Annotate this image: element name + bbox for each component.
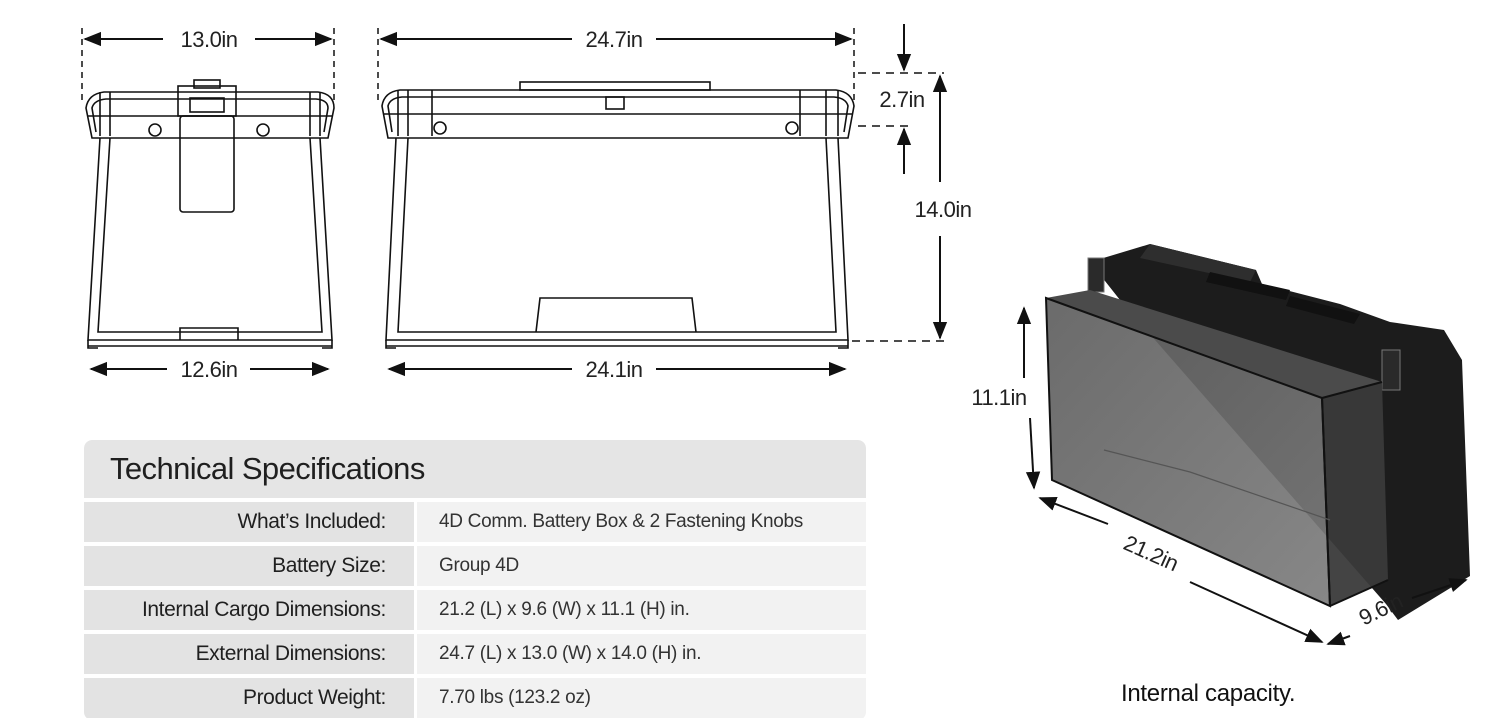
spec-row-internal-dimensions: Internal Cargo Dimensions: 21.2 (L) x 9.… [84,590,866,630]
front-view-box [85,79,335,349]
spec-value: Group 4D [417,546,866,586]
spec-value: 7.70 lbs (123.2 oz) [417,678,866,718]
side-view-box [381,81,855,349]
dim-internal-length: 21.2in [1120,530,1182,576]
spec-label: Internal Cargo Dimensions: [84,590,414,630]
dim-front-top-width: 13.0in [181,27,238,52]
spec-row-external-dimensions: External Dimensions: 24.7 (L) x 13.0 (W)… [84,634,866,674]
spec-label: Product Weight: [84,678,414,718]
dim-side-bottom-length: 24.1in [586,357,643,382]
spec-label: External Dimensions: [84,634,414,674]
spec-row-weight: Product Weight: 7.70 lbs (123.2 oz) [84,678,866,718]
spec-row-battery-size: Battery Size: Group 4D [84,546,866,586]
dim-internal-height: 11.1in [971,385,1026,410]
spec-value: 4D Comm. Battery Box & 2 Fastening Knobs [417,502,866,542]
spec-header: Technical Specifications [84,440,866,498]
spec-label: Battery Size: [84,546,414,586]
dim-front-bottom-width: 12.6in [181,357,238,382]
internal-dimension-arrows [1016,306,1468,646]
dim-total-height: 14.0in [915,197,972,222]
spec-value: 21.2 (L) x 9.6 (W) x 11.1 (H) in. [417,590,866,630]
spec-title: Technical Specifications [110,451,425,486]
spec-table: Technical Specifications What’s Included… [84,440,866,720]
spec-label: What’s Included: [84,502,414,542]
internal-capacity-caption: Internal capacity. [1121,680,1296,707]
spec-row-included: What’s Included: 4D Comm. Battery Box & … [84,502,866,542]
dim-side-top-length: 24.7in [586,27,643,52]
internal-capacity-render [1044,244,1470,620]
dimension-lines [81,24,948,377]
dim-lid-height: 2.7in [879,87,924,112]
spec-value: 24.7 (L) x 13.0 (W) x 14.0 (H) in. [417,634,866,674]
